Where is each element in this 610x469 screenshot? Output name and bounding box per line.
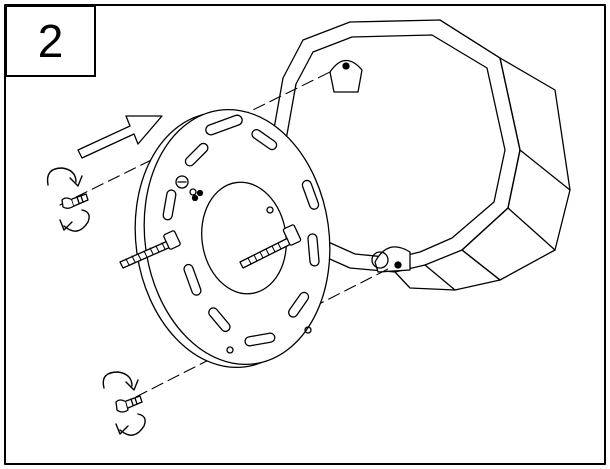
rotate-arrows-icon: [46, 167, 90, 232]
step-number-box: 2: [5, 5, 96, 77]
mounting-plate: [134, 108, 331, 369]
screw-icon: [115, 395, 143, 413]
octagon-box: [271, 19, 571, 291]
rotate-arrows-icon: [102, 371, 146, 436]
step-number: 2: [37, 15, 64, 67]
outer-border: [4, 4, 606, 465]
screw-icon: [61, 193, 89, 209]
threaded-rod-left: [119, 230, 181, 269]
direction-arrow-icon: [77, 115, 163, 159]
threaded-rod-right: [239, 224, 302, 269]
ground-screw: [175, 175, 204, 202]
